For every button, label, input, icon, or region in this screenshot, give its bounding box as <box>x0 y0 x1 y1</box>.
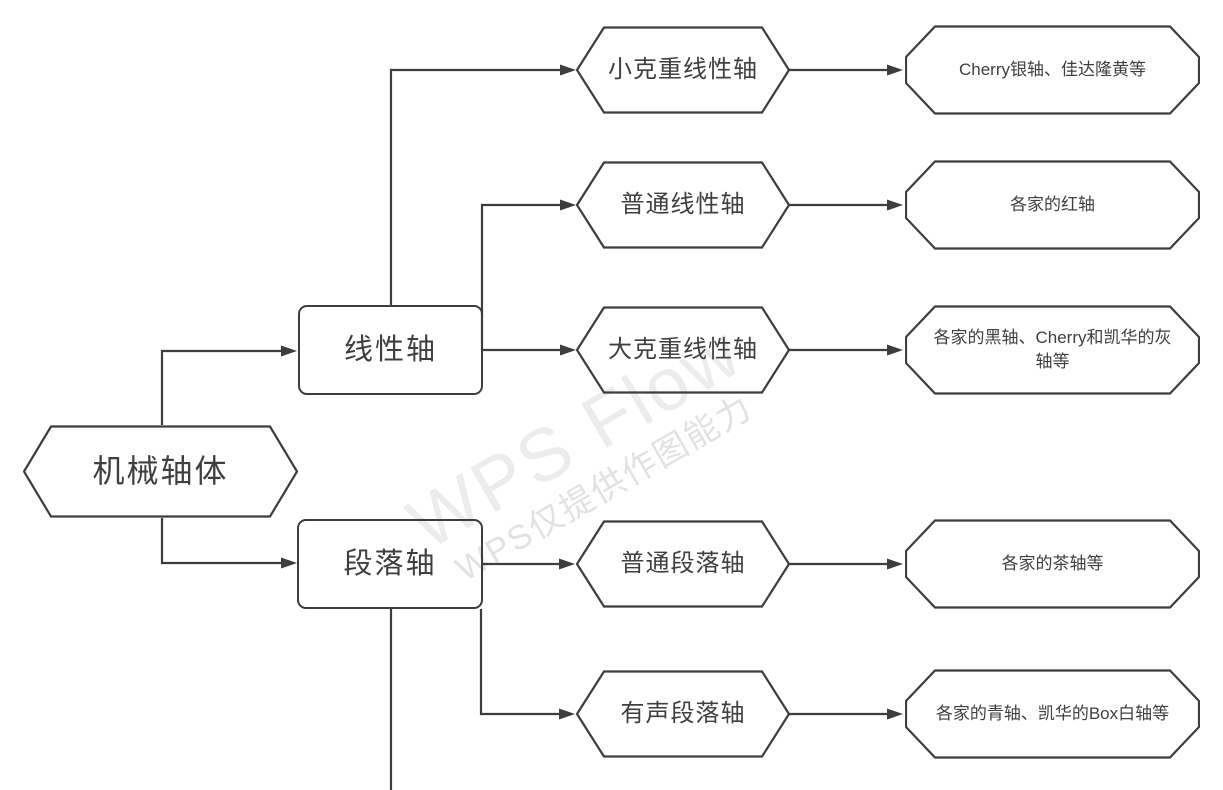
arrowhead-root-to-linear <box>281 345 297 357</box>
arrowhead-normal-linear-to-examples <box>887 199 903 211</box>
node-clicky-tactile[interactable]: 有声段落轴 <box>576 670 790 758</box>
connector-tactile-to-clicky <box>479 609 559 716</box>
node-label: 各家的红轴 <box>1010 195 1095 215</box>
node-normal-tactile[interactable]: 普通段落轴 <box>576 520 790 608</box>
arrowhead-light-to-examples <box>887 64 903 76</box>
node-label: Cherry银轴、佳达隆黄等 <box>958 60 1146 80</box>
arrowhead-tactile-to-clicky <box>559 708 575 720</box>
node-label: 段落轴 <box>343 547 437 580</box>
connector-linear-to-light <box>389 68 560 305</box>
arrowhead-heavy-to-examples <box>887 344 903 356</box>
node-light-weight-linear[interactable]: 小克重线性轴 <box>576 26 790 114</box>
arrowhead-linear-to-normal <box>560 199 576 211</box>
node-normal-linear-examples[interactable]: 各家的红轴 <box>905 160 1200 250</box>
node-heavy-weight-linear[interactable]: 大克重线性轴 <box>576 306 790 394</box>
rectangle-shape <box>297 519 483 609</box>
node-label: 各家的青轴、凯华的Box白轴等 <box>935 704 1170 724</box>
node-root-mechanical-switch[interactable]: 机械轴体 <box>23 425 298 518</box>
octagon-shape <box>905 160 1200 250</box>
node-clicky-tactile-examples[interactable]: 各家的青轴、凯华的Box白轴等 <box>905 669 1200 759</box>
node-tactile-switch[interactable]: 段落轴 <box>297 519 483 609</box>
hexagon-shape <box>576 26 790 114</box>
node-label: 有声段落轴 <box>620 700 746 728</box>
arrowhead-clicky-to-examples <box>887 708 903 720</box>
node-light-linear-examples[interactable]: Cherry银轴、佳达隆黄等 <box>905 25 1200 115</box>
node-label: 普通线性轴 <box>620 191 746 219</box>
octagon-shape <box>905 519 1200 609</box>
node-label: 各家的黑轴、Cherry和凯华的灰轴等 <box>933 328 1172 371</box>
arrowhead-linear-to-light <box>560 64 576 76</box>
octagon-shape <box>905 305 1200 395</box>
connector-root-to-linear <box>160 349 281 425</box>
hexagon-shape <box>576 306 790 394</box>
arrowhead-normal-tactile-to-examples <box>887 558 903 570</box>
hexagon-shape <box>23 425 298 518</box>
node-normal-linear[interactable]: 普通线性轴 <box>576 161 790 249</box>
node-label: 各家的茶轴等 <box>1001 554 1104 574</box>
node-label: 小克重线性轴 <box>608 56 758 84</box>
node-label: 普通段落轴 <box>620 550 746 578</box>
node-label: 大克重线性轴 <box>608 336 758 364</box>
rectangle-shape <box>298 305 483 395</box>
node-heavy-linear-examples[interactable]: 各家的黑轴、Cherry和凯华的灰轴等 <box>905 305 1200 395</box>
hexagon-shape <box>576 670 790 758</box>
node-label: 机械轴体 <box>92 453 229 490</box>
connector-root-to-tactile <box>160 518 281 565</box>
octagon-shape <box>905 669 1200 759</box>
hexagon-shape <box>576 161 790 249</box>
octagon-shape <box>905 25 1200 115</box>
node-normal-tactile-examples[interactable]: 各家的茶轴等 <box>905 519 1200 609</box>
arrowhead-tactile-to-normal <box>559 558 575 570</box>
connector-linear-to-normal <box>480 203 560 350</box>
arrowhead-root-to-tactile <box>281 557 297 569</box>
arrowhead-linear-to-heavy <box>560 344 576 356</box>
hexagon-shape <box>576 520 790 608</box>
node-linear-switch[interactable]: 线性轴 <box>298 305 483 395</box>
node-label: 线性轴 <box>343 333 437 366</box>
